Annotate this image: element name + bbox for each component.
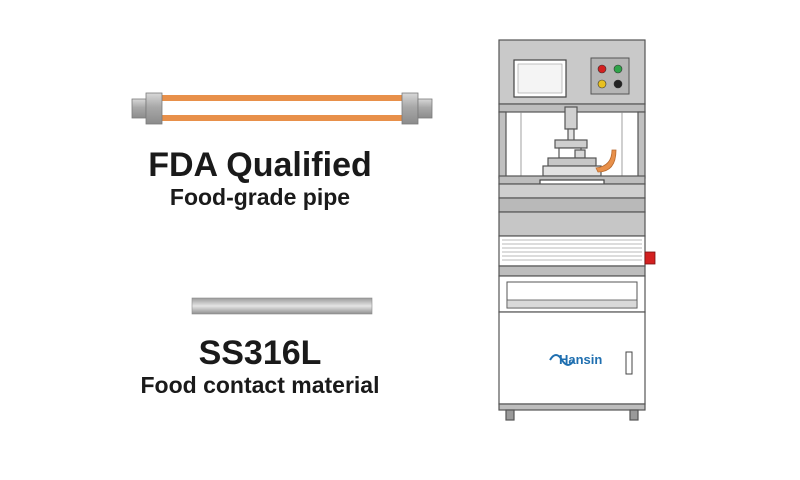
foot-left: [505, 409, 515, 421]
brand-logo: Hansin: [549, 352, 602, 367]
green-button-icon: [613, 64, 623, 74]
control-panel: [590, 57, 630, 95]
logo-wave-icon: [549, 354, 575, 366]
yellow-button-icon: [597, 79, 607, 89]
fda-title: FDA Qualified: [148, 146, 372, 184]
left-fitting: [131, 92, 163, 125]
hose-stripe-bottom: [160, 115, 405, 121]
material-title: SS316L: [198, 334, 322, 372]
brand-name: Hansin: [559, 352, 602, 367]
black-button-icon: [613, 79, 623, 89]
fda-feature: FDA Qualified Food-grade pipe: [40, 148, 480, 209]
right-fitting: [401, 92, 433, 125]
cabinet-handle: [625, 351, 633, 375]
hose-stripe-top: [160, 95, 405, 101]
material-subtitle: Food contact material: [140, 372, 380, 398]
emergency-stop-icon: [644, 251, 656, 265]
material-feature: SS316L Food contact material: [40, 336, 480, 397]
conveyor-belt: [498, 235, 646, 267]
machine-hose: [595, 149, 617, 173]
filling-head: [542, 106, 602, 177]
cabinet: [498, 311, 646, 405]
red-button-icon: [597, 64, 607, 74]
fda-subtitle: Food-grade pipe: [169, 184, 351, 210]
food-grade-hose: [131, 92, 433, 125]
foot-right: [629, 409, 639, 421]
filling-machine: [498, 39, 656, 421]
stainless-steel-rod: [191, 297, 373, 315]
